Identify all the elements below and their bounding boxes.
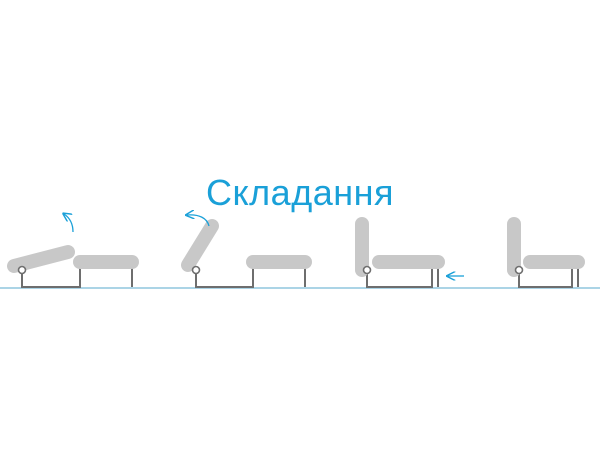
step-3-sofa-back-upright-icon [355, 217, 445, 288]
step-4-sofa-folded-icon [507, 217, 585, 288]
step-1-arrow-up-icon [64, 214, 74, 233]
page-title: Складання [206, 172, 394, 214]
step-2-arrow-up-left-icon [187, 215, 210, 227]
step-1-sofa-bed-unfolded-icon [7, 245, 139, 288]
step-2-sofa-back-raising-icon [181, 219, 312, 288]
